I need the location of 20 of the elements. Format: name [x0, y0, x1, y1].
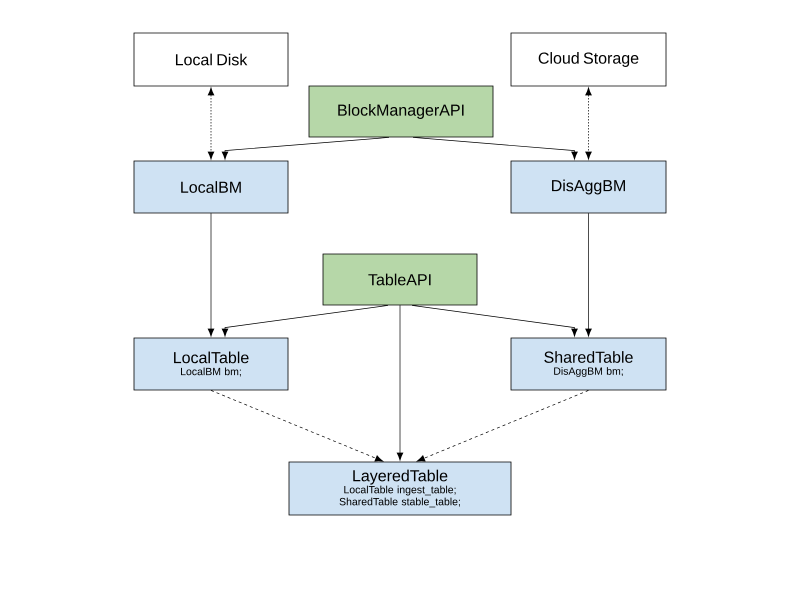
dashed-arrow — [416, 390, 589, 462]
dashed-arrow — [585, 87, 592, 160]
class-box: LocalTable LocalBM bm; — [134, 338, 288, 390]
class-box: DisAggBM — [510, 160, 666, 214]
storage-box: Cloud Storage — [510, 32, 666, 86]
arrow — [412, 137, 578, 160]
api-box: TableAPI — [322, 254, 478, 306]
arrow — [396, 305, 404, 461]
class-box: LocalBM — [134, 160, 288, 214]
arrow — [222, 305, 388, 337]
dashed-arrow — [208, 87, 214, 160]
class-box: LayeredTable LocalTable ingest_table; SharedTable stable_table; — [288, 462, 512, 516]
dashed-arrow — [210, 390, 384, 462]
storage-box: Local Disk — [134, 32, 288, 86]
arrow — [222, 137, 390, 160]
arrow — [585, 213, 592, 337]
arrow — [412, 305, 578, 337]
class-box: SharedTable DisAggBM bm; — [510, 338, 666, 390]
api-box: BlockManagerAPI — [308, 86, 494, 138]
arrow — [208, 213, 214, 337]
